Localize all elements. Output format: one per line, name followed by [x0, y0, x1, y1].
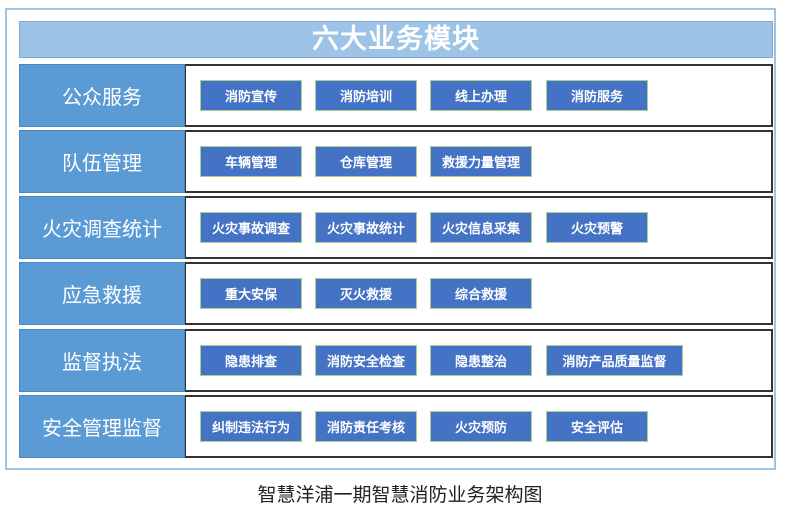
module-label: 火灾调查统计 [19, 196, 185, 259]
function-box: 火灾预防 [430, 411, 532, 442]
function-box: 消防责任考核 [315, 411, 417, 442]
diagram-title: 六大业务模块 [19, 21, 773, 58]
module-row: 火灾调查统计火灾事故调查火灾事故统计火灾信息采集火灾预警 [19, 196, 773, 259]
function-box: 纠制违法行为 [200, 411, 302, 442]
module-content: 纠制违法行为消防责任考核火灾预防安全评估 [185, 395, 773, 458]
module-content: 隐患排查消防安全检查隐患整治消防产品质量监督 [185, 329, 773, 392]
diagram-frame [5, 8, 776, 470]
function-box: 仓库管理 [315, 146, 417, 177]
function-box: 火灾事故统计 [315, 212, 417, 243]
function-box: 消防服务 [546, 80, 648, 111]
module-label: 公众服务 [19, 64, 185, 127]
function-box: 隐患整治 [430, 345, 532, 376]
module-label: 安全管理监督 [19, 395, 185, 458]
function-box: 线上办理 [430, 80, 532, 111]
function-box: 消防安全检查 [315, 345, 417, 376]
function-box: 消防宣传 [200, 80, 302, 111]
module-row: 应急救援重大安保灭火救援综合救援 [19, 262, 773, 325]
function-box: 重大安保 [200, 278, 302, 309]
module-content: 车辆管理仓库管理救援力量管理 [185, 130, 773, 193]
function-box: 综合救援 [430, 278, 532, 309]
function-box: 火灾信息采集 [430, 212, 532, 243]
module-content: 火灾事故调查火灾事故统计火灾信息采集火灾预警 [185, 196, 773, 259]
module-row: 队伍管理车辆管理仓库管理救援力量管理 [19, 130, 773, 193]
module-row: 安全管理监督纠制违法行为消防责任考核火灾预防安全评估 [19, 395, 773, 458]
module-row: 公众服务消防宣传消防培训线上办理消防服务 [19, 64, 773, 127]
module-content: 重大安保灭火救援综合救援 [185, 262, 773, 325]
function-box: 隐患排查 [200, 345, 302, 376]
function-box: 安全评估 [546, 411, 648, 442]
function-box: 消防产品质量监督 [546, 345, 683, 376]
module-label: 监督执法 [19, 329, 185, 392]
function-box: 灭火救援 [315, 278, 417, 309]
function-box: 消防培训 [315, 80, 417, 111]
function-box: 车辆管理 [200, 146, 302, 177]
function-box: 救援力量管理 [430, 146, 532, 177]
module-label: 应急救援 [19, 262, 185, 325]
module-row: 监督执法隐患排查消防安全检查隐患整治消防产品质量监督 [19, 329, 773, 392]
module-content: 消防宣传消防培训线上办理消防服务 [185, 64, 773, 127]
function-box: 火灾预警 [546, 212, 648, 243]
figure-caption: 智慧洋浦一期智慧消防业务架构图 [257, 484, 543, 506]
function-box: 火灾事故调查 [200, 212, 302, 243]
module-label: 队伍管理 [19, 130, 185, 193]
